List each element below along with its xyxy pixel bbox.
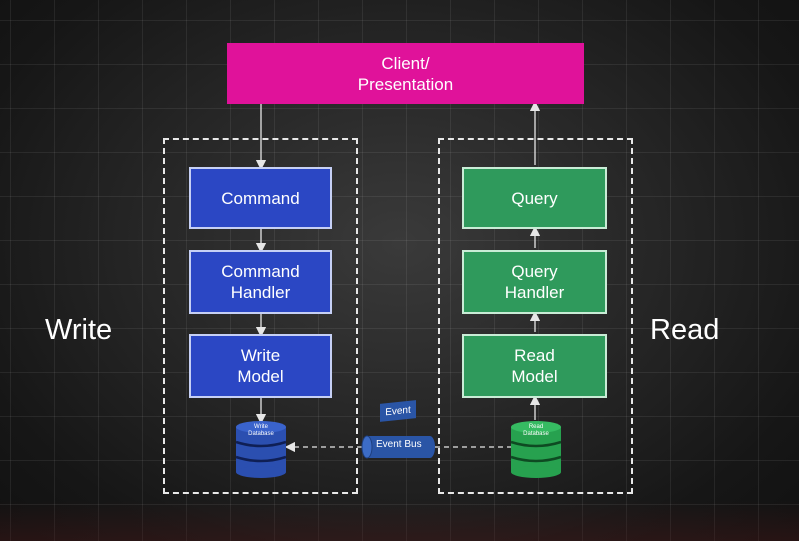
read-database-icon	[510, 421, 562, 478]
query-box: Query	[462, 167, 607, 229]
read-database-label: Read Database	[523, 424, 549, 437]
query-handler-box: Query Handler	[462, 250, 607, 314]
read-side-label: Read	[650, 314, 720, 346]
command-box: Command	[189, 167, 332, 229]
bottom-glow	[0, 501, 799, 541]
write-database-label: Write Database	[248, 424, 274, 437]
event-tag: Event	[380, 400, 416, 422]
write-model-box: Write Model	[189, 334, 332, 398]
command-handler-box: Command Handler	[189, 250, 332, 314]
read-model-box: Read Model	[462, 334, 607, 398]
write-database-icon	[235, 421, 287, 478]
event-bus-label: Event Bus	[376, 439, 422, 450]
event-bus-icon	[361, 435, 435, 459]
client-presentation-box: Client/ Presentation	[227, 43, 584, 104]
write-side-label: Write	[45, 314, 113, 346]
